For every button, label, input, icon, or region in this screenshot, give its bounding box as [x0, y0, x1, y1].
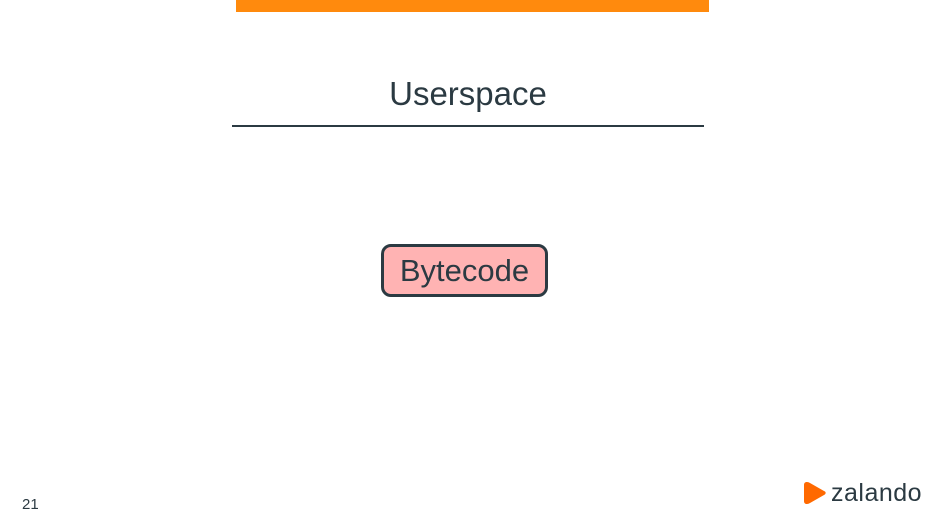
- logo-text: zalando: [831, 479, 923, 507]
- title-divider: [232, 125, 704, 127]
- bytecode-node: Bytecode: [381, 244, 548, 297]
- accent-bar: [236, 0, 709, 12]
- page-number: 21: [22, 496, 39, 513]
- slide-title: Userspace: [389, 75, 547, 112]
- zalando-flag-icon: [804, 482, 826, 504]
- zalando-logo: zalando: [803, 479, 922, 507]
